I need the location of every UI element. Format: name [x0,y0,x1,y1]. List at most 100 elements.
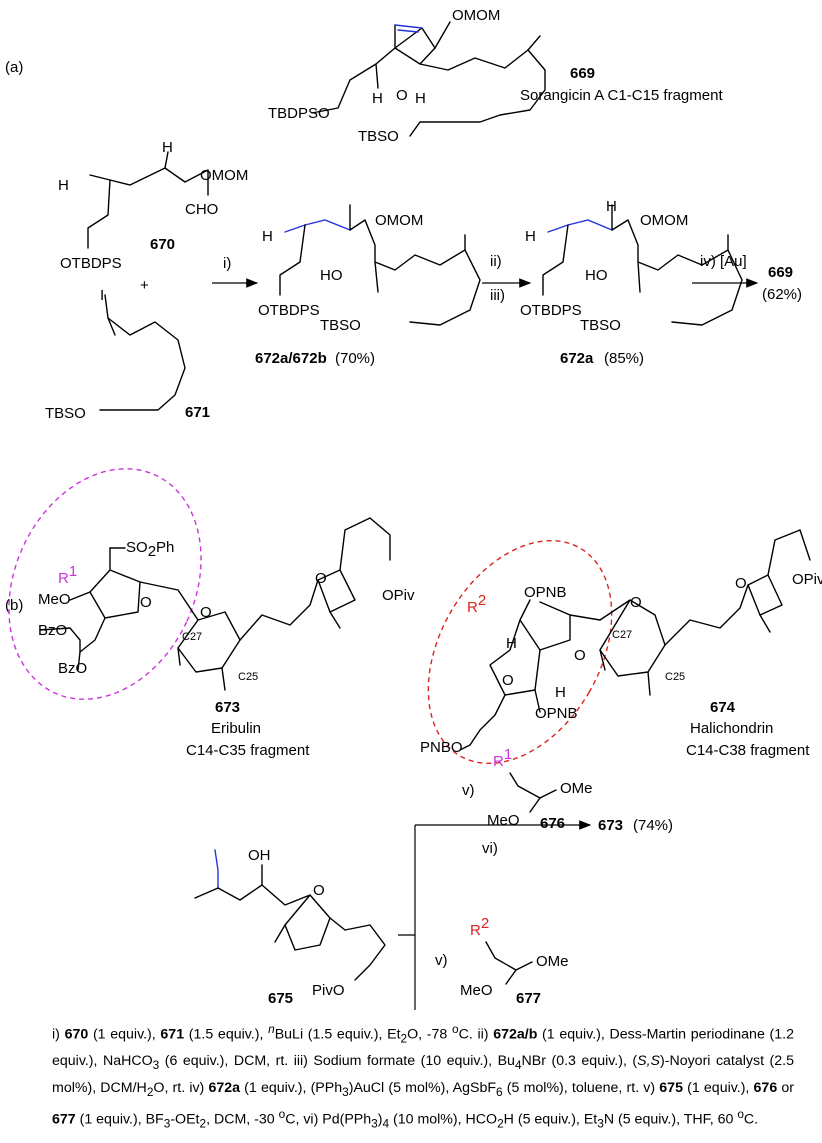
tbso-label: TBSO [320,317,361,334]
compound-672a-id: 672a [560,350,594,367]
c27-label: C27 [612,629,632,641]
r1-highlight [8,468,202,700]
product-673-yield: (74%) [633,817,673,834]
compound-674-name: Halichondrin [690,720,773,737]
compound-669-desc: Sorangicin A C1-C15 fragment [520,87,723,104]
compound-677-id: 677 [516,990,541,1007]
otbdps-label: OTBDPS [520,302,582,319]
h-label: H [262,228,273,245]
omom-label: OMOM [375,212,423,229]
oh-label: OH [248,847,271,864]
panel-a-label: (a) [5,59,23,76]
o-label: O [140,594,152,611]
ome-label: OMe [560,780,593,797]
structure-672a [542,204,743,326]
ho-label: HO [585,267,608,284]
r1-label: R1 [493,746,512,770]
ome-label: OMe [536,953,569,970]
structure-671 [99,294,186,411]
c25-label: C25 [665,671,685,683]
cho-label: CHO [185,201,218,218]
structure-670 [87,151,209,249]
compound-674-desc: C14-C38 fragment [686,742,810,759]
bzo-label: BzO [58,660,87,677]
h-label: H [58,177,69,194]
product-673-id: 673 [598,817,623,834]
opiv-label: OPiv [792,571,822,588]
h-label: H [162,139,173,156]
h-label: H [525,228,536,245]
omom-label: OMOM [200,167,248,184]
structure-672ab [279,204,481,326]
compound-672ab-yield: (70%) [335,350,375,367]
compound-673-name: Eribulin [211,720,261,737]
r2-label: R2 [470,915,489,939]
compound-671-id: 671 [185,404,210,421]
reagent-i: i) [223,255,231,272]
reaction-conditions: i) 670 (1 equiv.), 671 (1.5 equiv.), nBu… [52,1022,794,1131]
structure-674 [459,529,811,751]
tbso-label: TBSO [358,128,399,145]
compound-674-id: 674 [710,699,736,716]
reagent-ii: ii) [490,253,502,270]
meo-label: MeO [38,591,71,608]
h-label: H [606,198,617,215]
plus-sign: + [140,277,149,294]
opnb-label: OPNB [524,584,567,601]
reagent-vi: vi) [482,840,498,857]
tbdpso-label: TBDPSO [268,105,330,122]
panel-b-label: (b) [5,597,23,614]
h-label: H [415,90,426,107]
product-669-yield: (62%) [762,286,802,303]
c27-label: C27 [182,631,202,643]
compound-669-id: 669 [570,65,595,82]
compound-672a-yield: (85%) [604,350,644,367]
otbdps-label: OTBDPS [258,302,320,319]
reagent-v: v) [462,782,475,799]
bzo-label: BzO [38,622,67,639]
o-label: O [735,575,747,592]
omom-label: OMOM [640,212,688,229]
opnb-label: OPNB [535,705,578,722]
o-label: O [315,570,327,587]
structure-675 [194,849,386,981]
product-669-id: 669 [768,264,793,281]
r2-highlight [427,539,613,765]
meo-label: MeO [460,982,493,999]
so2ph-label: SO2Ph [126,539,174,560]
o-label: O [574,647,586,664]
otbdps-label: OTBDPS [60,255,122,272]
h-label: H [372,90,383,107]
h-label: H [555,684,566,701]
tbso-label: TBSO [580,317,621,334]
compound-676-id: 676 [540,815,565,832]
ho-label: HO [320,267,343,284]
compound-673-id: 673 [215,699,240,716]
reagent-iv: iv) [Au] [700,253,747,270]
o-label: O [396,87,408,104]
compound-670-id: 670 [150,236,175,253]
compound-675-id: 675 [268,990,293,1007]
reaction-scheme: (a) OMOM H O H TBDPSO TBSO 669 Sorangici… [5,7,822,1010]
r2-label: R2 [467,592,486,616]
compound-672ab-id: 672a/672b [255,350,327,367]
o-label: O [313,882,325,899]
iodo-label: I [100,287,104,304]
opiv-label: OPiv [382,587,415,604]
pnbo-label: PNBO [420,739,463,756]
c25-label: C25 [238,671,258,683]
structure-673 [39,517,391,691]
reagent-iii: iii) [490,287,505,304]
omom-label: OMOM [452,7,500,24]
pivo-label: PivO [312,982,345,999]
reagent-v: v) [435,952,448,969]
tbso-label: TBSO [45,405,86,422]
compound-673-desc: C14-C35 fragment [186,742,310,759]
structure-669 [311,21,546,137]
o-label: O [502,672,514,689]
o-label: O [630,594,642,611]
r1-label: R1 [58,563,77,587]
h-label: H [506,635,517,652]
meo-label: MeO [487,812,520,829]
o-label: O [200,604,212,621]
